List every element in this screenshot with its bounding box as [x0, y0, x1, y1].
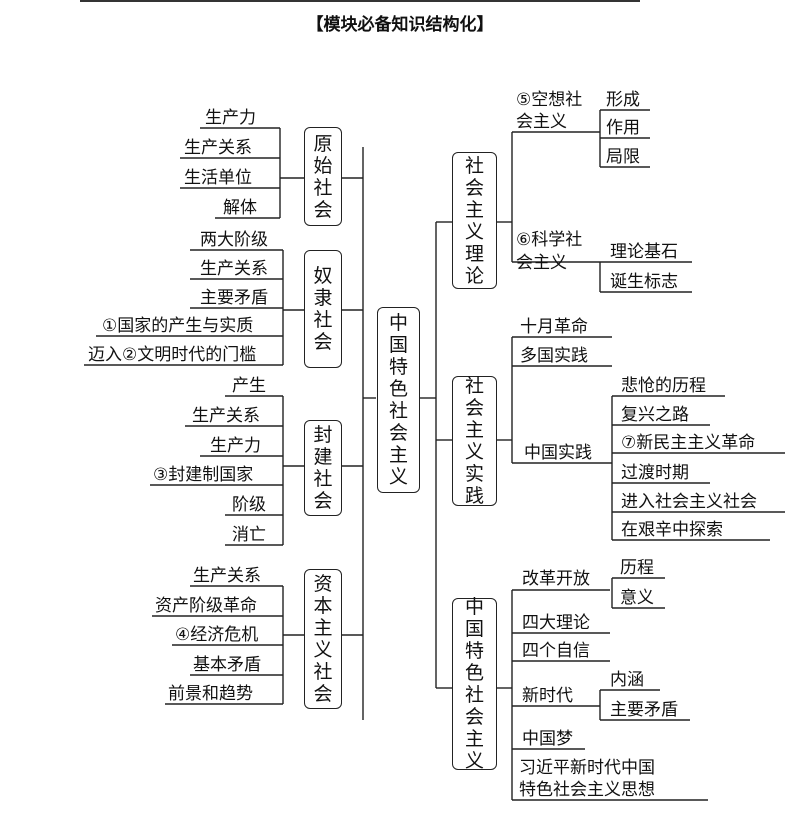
node-label: 封建社会: [313, 424, 333, 512]
center-label: 中国特色社会主义: [388, 312, 408, 488]
leaf-item: 消亡: [232, 525, 266, 545]
leaf-item: 作用: [606, 118, 640, 138]
leaf-item: 意义: [620, 588, 654, 608]
node-socialist-practice: 社会主义实践: [452, 375, 497, 507]
sub-node-label: 会主义: [516, 253, 567, 273]
leaf-item: 中国梦: [522, 729, 573, 749]
leaf-item: 生活单位: [184, 168, 252, 188]
leaf-item: 基本矛盾: [193, 655, 261, 675]
node-primitive-society: 原始社会: [304, 127, 342, 226]
leaf-item: 迈入②文明时代的门槛: [88, 345, 257, 365]
leaf-item: 前景和趋势: [168, 684, 253, 704]
node-capitalist-society: 资本主义社会: [304, 569, 342, 709]
cropped-header-text: [80, 0, 640, 2]
sub-node-label: 新时代: [522, 686, 573, 706]
leaf-item: 十月革命: [520, 317, 588, 337]
leaf-item: 形成: [606, 90, 640, 110]
node-feudal-society: 封建社会: [304, 420, 342, 516]
node-socialist-theory: 社会主义理论: [452, 152, 497, 289]
leaf-item: 主要矛盾: [610, 700, 678, 720]
leaf-item: 生产力: [210, 436, 261, 456]
leaf-item: ①国家的产生与实质: [102, 316, 254, 336]
leaf-item: ⑦新民主主义革命: [621, 433, 756, 453]
leaf-item: 历程: [620, 558, 654, 578]
leaf-item: 理论基石: [610, 242, 678, 262]
leaf-item: 主要矛盾: [200, 288, 268, 308]
node-label: 原始社会: [313, 132, 333, 221]
node-label: 中国特色社会主义: [464, 596, 484, 772]
sub-node-label: 改革开放: [522, 569, 590, 589]
leaf-item: 特色社会主义思想: [519, 780, 655, 800]
leaf-item: 进入社会主义社会: [621, 492, 757, 512]
leaf-item: 两大阶级: [200, 230, 268, 250]
leaf-item: 局限: [606, 147, 640, 167]
leaf-item: ③封建制国家: [153, 465, 254, 485]
leaf-item: 内涵: [610, 670, 644, 690]
node-label: 资本主义社会: [313, 573, 333, 705]
leaf-item: 生产关系: [193, 566, 261, 586]
leaf-item: 产生: [232, 376, 266, 396]
leaf-item: 悲怆的历程: [621, 376, 706, 396]
leaf-item: 在艰辛中探索: [621, 520, 723, 540]
node-slave-society: 奴隶社会: [304, 250, 342, 368]
leaf-item: 生产关系: [200, 259, 268, 279]
sub-node-label: ⑤空想社: [516, 90, 583, 110]
leaf-item: 生产力: [205, 108, 256, 128]
leaf-item: 过渡时期: [621, 463, 689, 483]
node-label: 奴隶社会: [313, 265, 333, 353]
leaf-item: 资产阶级革命: [155, 596, 257, 616]
leaf-item: 四个自信: [522, 641, 590, 661]
leaf-item: 多国实践: [520, 346, 588, 366]
sub-node-label: ⑥科学社: [516, 230, 583, 250]
leaf-item: 阶级: [232, 495, 266, 515]
node-chinese-socialism: 中国特色社会主义: [452, 596, 497, 772]
leaf-item: 复兴之路: [621, 405, 689, 425]
sub-node-label: 中国实践: [524, 443, 592, 463]
leaf-item: 解体: [223, 198, 257, 218]
leaf-item: 生产关系: [192, 406, 260, 426]
leaf-item: 四大理论: [522, 613, 590, 633]
leaf-item: 诞生标志: [610, 272, 678, 292]
leaf-item: 习近平新时代中国: [519, 758, 655, 778]
page-title: 【模块必备知识结构化】: [306, 15, 494, 35]
node-label: 社会主义实践: [464, 375, 484, 507]
leaf-item: 生产关系: [184, 138, 252, 158]
center-node: 中国特色社会主义: [377, 307, 420, 493]
node-label: 社会主义理论: [464, 154, 484, 287]
sub-node-label: 会主义: [516, 112, 567, 132]
leaf-item: ④经济危机: [175, 625, 259, 645]
